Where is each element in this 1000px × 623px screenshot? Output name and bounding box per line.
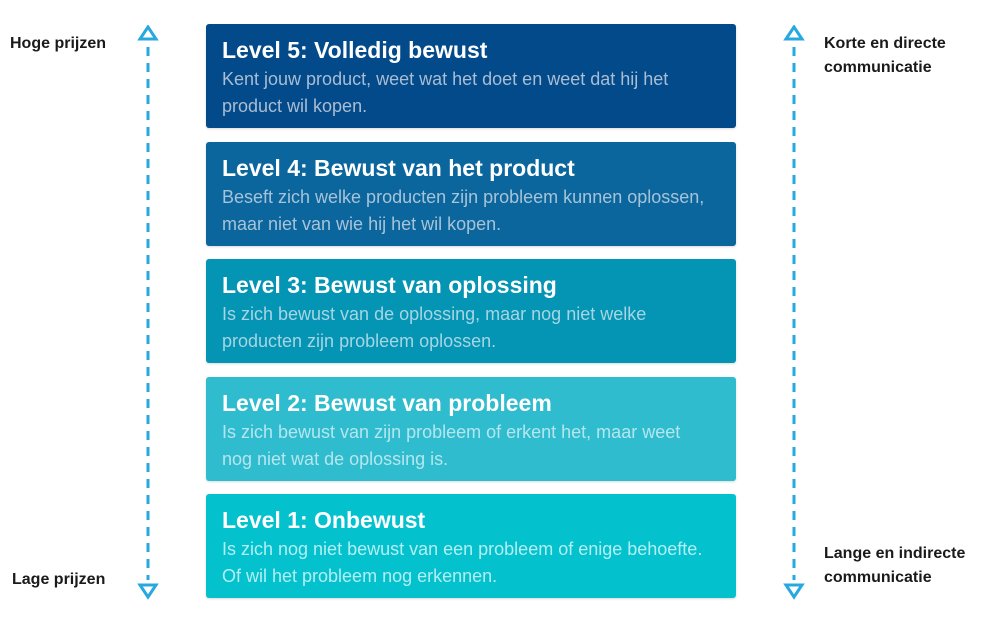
level-2-title: Level 2: Bewust van probleem [222, 390, 552, 416]
level-2-description: Is zich bewust van zijn probleem of erke… [222, 422, 681, 469]
left-price-axis-arrow [137, 25, 159, 600]
right-top-label: Korte en directe communicatie [824, 35, 946, 76]
right-arrow-down-head [783, 583, 805, 600]
level-2-box: Level 2: Bewust van probleem Is zich bew… [206, 377, 736, 481]
level-4-description: Beseft zich welke producten zijn problee… [222, 187, 705, 234]
level-4-box: Level 4: Bewust van het product Beseft z… [206, 142, 736, 246]
level-5-title: Level 5: Volledig bewust [222, 37, 488, 63]
left-arrow-down-head [137, 583, 159, 600]
right-arrow-up-head [783, 25, 805, 41]
level-5-box: Level 5: Volledig bewust Kent jouw produ… [206, 24, 736, 128]
level-3-title: Level 3: Bewust van oplossing [222, 272, 557, 298]
level-1-box: Level 1: Onbewust Is zich nog niet bewus… [206, 494, 736, 598]
level-3-box: Level 3: Bewust van oplossing Is zich be… [206, 259, 736, 363]
level-5-description: Kent jouw product, weet wat het doet en … [222, 69, 669, 116]
right-communication-axis-arrow [783, 25, 805, 600]
level-1-description: Is zich nog niet bewust van een probleem… [222, 539, 703, 586]
level-3-description: Is zich bewust van de oplossing, maar no… [222, 304, 647, 351]
left-top-label: Hoge prijzen [10, 35, 107, 52]
left-bottom-label: Lage prijzen [12, 571, 106, 588]
level-1-title: Level 1: Onbewust [222, 507, 426, 533]
right-bottom-label: Lange en indirecte communicatie [824, 545, 966, 586]
left-arrow-up-head [137, 25, 159, 41]
level-4-title: Level 4: Bewust van het product [222, 155, 575, 181]
